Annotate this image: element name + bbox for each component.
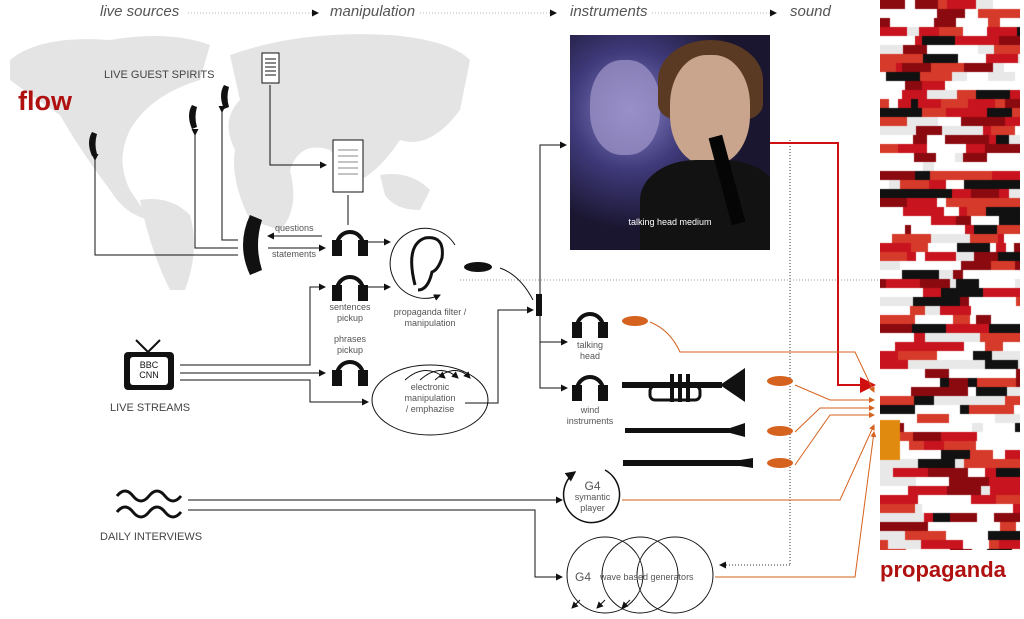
label-line: electronic: [410, 382, 450, 392]
label-line: pickup: [336, 313, 363, 323]
flow-title: flow: [18, 86, 72, 116]
propaganda-title: propaganda: [880, 557, 1006, 582]
label-line: symantic: [574, 492, 611, 502]
label-line: phrases: [333, 334, 367, 344]
label-line: G4: [584, 479, 601, 493]
wave-generators-label: wave based generators: [600, 572, 694, 582]
tv-channel-bbc: BBC: [139, 360, 159, 370]
label-line: wind: [580, 405, 600, 415]
label-line: sentences: [329, 302, 371, 312]
world-map: [10, 34, 470, 290]
flow-lines: [91, 85, 568, 581]
oboe-icon: [623, 458, 753, 468]
live-guest-spirits-label: LIVE GUEST SPIRITS: [104, 69, 215, 81]
daily-interviews-label: DAILY INTERVIEWS: [100, 531, 203, 543]
phone-icon: [189, 105, 197, 129]
performer-face: [670, 55, 750, 165]
phone-icon: [89, 132, 97, 156]
talking-head-photo: talking head medium: [570, 35, 770, 250]
microphone-icon: [767, 376, 793, 386]
live-streams-label: LIVE STREAMS: [110, 402, 191, 414]
trumpet-icon: [622, 368, 745, 402]
label-line: manipulation: [404, 318, 456, 328]
label-line: pickup: [336, 345, 363, 355]
headphones-icon: [332, 275, 368, 301]
label-line: instruments: [566, 416, 614, 426]
propaganda-filter-label: propaganda filter /manipulation: [385, 307, 475, 329]
document-icon: [261, 52, 280, 84]
headphones-icon: [572, 312, 608, 338]
orange-microphones: [622, 316, 793, 468]
label-line: player: [580, 503, 605, 513]
label-line: manipulation: [404, 393, 456, 403]
stage-manipulation: manipulation: [330, 3, 416, 20]
wind-instrument-icons: [622, 368, 753, 468]
statements-label: statements: [272, 249, 317, 259]
phone-icon: [221, 85, 229, 109]
questions-label: questions: [275, 223, 314, 233]
clarinet-icon: [625, 423, 745, 437]
microphone-icon: [767, 426, 793, 436]
propaganda-pixel-art: [880, 0, 1020, 550]
microphone-icon: [622, 316, 648, 326]
electronic-manipulation-circles: [371, 364, 489, 436]
tv-channels: BBC CNN: [130, 360, 168, 380]
tv-channel-cnn: CNN: [139, 370, 159, 380]
microphone-icon: [767, 458, 793, 468]
label-line: propaganda filter /: [393, 307, 467, 317]
stage-live-sources: live sources: [100, 3, 180, 20]
mixer-bar: [536, 294, 542, 316]
document-icon: [332, 139, 364, 193]
sound-lines: [622, 321, 877, 578]
wave-icon: [115, 489, 183, 519]
wave-generator-circles: [566, 536, 714, 614]
label-line: head: [579, 351, 601, 361]
stage-instruments: instruments: [570, 3, 648, 20]
g4-player-circle: [562, 469, 621, 524]
propaganda-filter: [389, 227, 456, 301]
tv-icon: [124, 339, 174, 390]
phone-icons: [89, 85, 262, 275]
microphone-icon: [464, 262, 492, 272]
ear-icon: [410, 236, 444, 292]
projected-face: [590, 60, 660, 155]
label-line: / emphazise: [405, 404, 455, 414]
talking-head-red-line: [740, 142, 876, 393]
headphones-icon: [332, 230, 368, 256]
photo-caption: talking head medium: [628, 217, 712, 227]
stage-sound: sound: [790, 3, 831, 20]
label-line: talking: [576, 340, 603, 350]
big-phone-icon: [243, 215, 262, 275]
headphones-icon: [332, 360, 368, 386]
performer-body: [640, 160, 770, 250]
g4-generators-prefix: G4: [575, 570, 592, 584]
headphone-icons: [332, 230, 608, 401]
document-icons: [261, 52, 364, 193]
headphones-icon: [572, 375, 608, 401]
